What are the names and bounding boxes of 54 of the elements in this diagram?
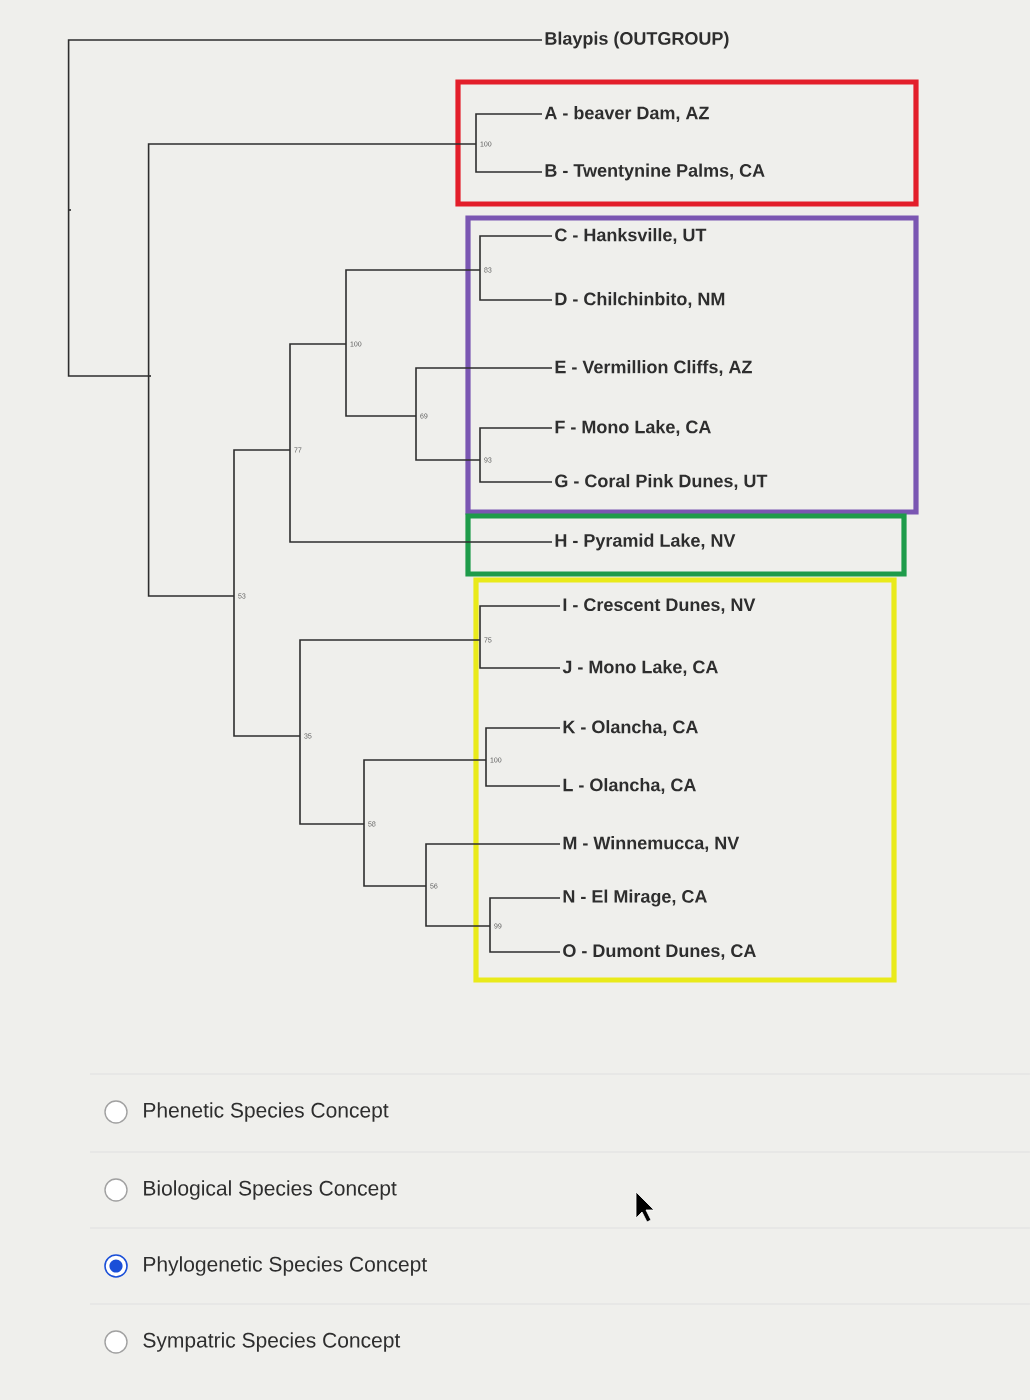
branch-line <box>425 843 561 887</box>
branch-line <box>363 823 427 887</box>
taxon-label: G - Coral Pink Dunes, UT <box>555 474 768 490</box>
clade-box <box>465 215 919 515</box>
branch-line <box>147 143 477 377</box>
branch-line <box>425 885 491 927</box>
branch-line <box>233 595 301 737</box>
branch-line <box>479 459 553 483</box>
taxon-label: O - Dumont Dunes, CA <box>563 944 756 960</box>
taxon-label: Blaypis (OUTGROUP) <box>545 31 729 49</box>
taxon-label: F - Mono Lake, CA <box>555 420 711 436</box>
branch-line <box>289 343 347 451</box>
branch-line <box>363 759 487 825</box>
taxon-label: D - Chilchinbito, NM <box>555 292 725 308</box>
branch-line <box>67 39 543 211</box>
clade-box <box>455 79 919 207</box>
branch-line <box>147 375 235 597</box>
taxon-label: M - Winnemucca, NV <box>563 836 740 852</box>
branch-line <box>479 639 561 669</box>
branch-line <box>479 605 561 641</box>
branch-line <box>475 113 543 145</box>
branch-line <box>489 897 561 927</box>
taxon-label: H - Pyramid Lake, NV <box>555 533 736 551</box>
taxon-label: K - Olancha, CA <box>563 720 698 736</box>
branch-line <box>479 427 553 461</box>
taxon-label: C - Hanksville, UT <box>555 228 707 244</box>
answer-option: Phenetic Species Concept <box>144 1102 389 1122</box>
branch-line <box>233 449 291 597</box>
taxon-label: A - beaver Dam, AZ <box>544 106 709 122</box>
branch-line <box>485 759 561 787</box>
branch-line <box>485 727 561 761</box>
taxon-label: L - Olancha, CA <box>563 778 696 794</box>
branch-line <box>475 143 543 173</box>
taxon-label: I - Crescent Dunes, NV <box>563 598 756 614</box>
branch-line <box>299 735 365 825</box>
taxon-label: B - Twentynine Palms, CA <box>545 163 765 181</box>
taxon-label: E - Vermillion Cliffs, AZ <box>555 360 752 376</box>
branch-line <box>299 639 481 737</box>
branch-line <box>345 269 481 345</box>
branch-line <box>67 209 150 377</box>
branch-line <box>479 235 553 271</box>
branch-line <box>479 269 553 301</box>
branch-line <box>289 449 553 543</box>
clade-box <box>465 513 907 577</box>
branch-line <box>489 925 561 953</box>
answer-option: Sympatric Species Concept <box>143 1332 401 1352</box>
branch-line <box>415 415 481 461</box>
answer-option: Biological Species Concept <box>144 1180 397 1200</box>
taxon-label: J - Mono Lake, CA <box>562 660 718 676</box>
answer-option: Phylogenetic Species Concept <box>144 1256 427 1276</box>
taxon-label: N - El Mirage, CA <box>563 889 707 907</box>
clade-box <box>473 577 897 983</box>
branch-line <box>415 367 553 417</box>
branch-line <box>345 343 417 417</box>
